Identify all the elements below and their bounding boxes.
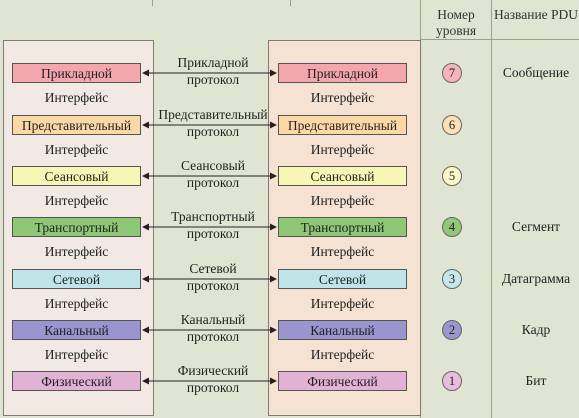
left-layer-box: Прикладной [12,63,141,83]
right-interface-label: Интерфейс [310,296,375,311]
left-interface-label: Интерфейс [44,296,109,311]
level-number-header: Номер уровня [435,7,477,38]
level-number-badge: 5 [442,166,462,186]
level-number-badge: 2 [442,320,462,340]
pdu-name: Кадр [521,322,551,337]
right-layer-box: Канальный [278,320,407,340]
pdu-name: Сообщение [502,65,570,80]
level-number-badge: 7 [442,63,462,83]
left-layer-box: Канальный [12,320,141,340]
pdu-name: Датаграмма [501,271,571,286]
left-interface-label: Интерфейс [44,142,109,157]
top-tick [290,0,291,6]
right-interface-label: Интерфейс [310,90,375,105]
right-interface-label: Интерфейс [310,142,375,157]
left-layer-box: Сетевой [12,269,141,289]
column-divider [491,0,492,418]
level-number-badge: 6 [442,115,462,135]
left-layer-box: Представительный [12,115,141,135]
right-interface-label: Интерфейс [310,347,375,362]
level-number-badge: 3 [442,269,462,289]
left-layer-box: Транспортный [12,217,141,237]
left-interface-label: Интерфейс [44,244,109,259]
right-layer-box: Сеансовый [278,166,407,186]
left-layer-box: Физический [12,371,141,391]
right-layer-box: Транспортный [278,217,407,237]
pdu-name-header: Название PDU [493,7,579,22]
left-interface-label: Интерфейс [44,347,109,362]
left-layer-box: Сеансовый [12,166,141,186]
right-layer-box: Представительный [278,115,407,135]
header-divider [420,39,579,40]
level-number-badge: 1 [442,371,462,391]
right-layer-box: Прикладной [278,63,407,83]
pdu-name: Сегмент [511,219,561,234]
pdu-name: Бит [525,373,547,388]
left-interface-label: Интерфейс [44,90,109,105]
right-layer-box: Физический [278,371,407,391]
right-interface-label: Интерфейс [310,244,375,259]
level-number-badge: 4 [442,217,462,237]
right-layer-box: Сетевой [278,269,407,289]
left-interface-label: Интерфейс [44,193,109,208]
top-tick [152,0,153,6]
right-interface-label: Интерфейс [310,193,375,208]
